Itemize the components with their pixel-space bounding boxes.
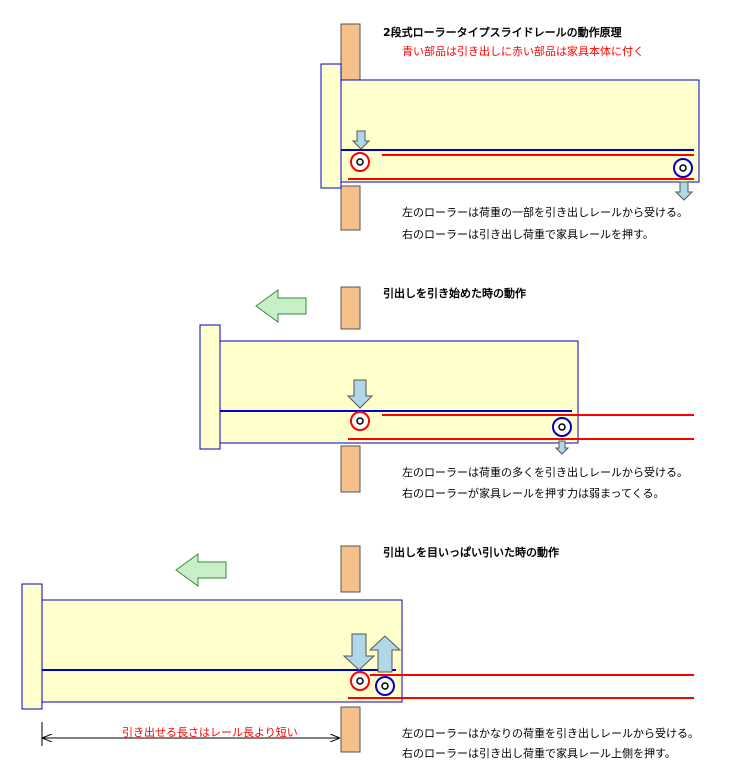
left-roller <box>350 671 370 691</box>
load-up-arrow-icon <box>368 635 402 673</box>
drawer-body <box>219 340 579 444</box>
load-down-arrow-icon <box>674 181 694 201</box>
left-roller <box>350 411 370 431</box>
drawer-body <box>340 79 700 183</box>
left-roller <box>350 152 370 172</box>
drawer-front <box>199 324 221 450</box>
stage3-heading: 引出しを目いっぱい引いた時の動作 <box>383 546 559 559</box>
stage1-diagram <box>320 23 700 231</box>
extension-length-label: 引き出せる長さはレール長より短い <box>122 726 298 739</box>
stage2-note-2: 右のローラーが家具レールを押す力は弱まってくる。 <box>402 487 665 500</box>
diagram-title: 2段式ローラータイプスライドレールの動作原理 <box>383 26 622 39</box>
drawer-body <box>41 599 403 703</box>
stage2-note-1: 左のローラーは荷重の多くを引き出しレールから受ける。 <box>402 466 688 479</box>
stage1-note-2: 右のローラーは引き出し荷重で家具レールを押す。 <box>402 228 654 241</box>
drawer-front <box>320 63 342 189</box>
load-down-arrow-icon <box>342 633 376 671</box>
cabinet-panel-lower <box>340 445 361 493</box>
drawer-front <box>21 583 43 710</box>
stage3-note-2: 右のローラーは引き出し荷重で家具レール上側を押す。 <box>402 747 676 760</box>
stage1-note-1: 左のローラーは荷重の一部を引き出しレールから受ける。 <box>402 206 688 219</box>
right-roller <box>375 676 395 696</box>
load-down-arrow-icon <box>346 379 374 409</box>
cabinet-panel-lower <box>340 185 361 231</box>
load-down-arrow-icon <box>554 440 570 455</box>
stage3-note-1: 左のローラーはかなりの荷重を引き出しレールから受ける。 <box>402 727 699 740</box>
cabinet-panel-upper <box>340 23 361 81</box>
stage2-diagram <box>199 286 694 493</box>
load-down-arrow-icon <box>351 130 371 150</box>
stage3-diagram <box>21 545 694 753</box>
cabinet-panel-upper <box>340 545 361 593</box>
pull-left-arrow-icon <box>175 553 227 587</box>
stage2-heading: 引出しを引き始めた時の動作 <box>383 287 526 300</box>
cabinet-panel-upper <box>340 286 361 330</box>
cabinet-panel-lower <box>340 706 361 753</box>
right-roller <box>552 417 572 437</box>
right-roller <box>673 158 693 178</box>
pull-left-arrow-icon <box>255 289 307 323</box>
diagram-subtitle: 青い部品は引き出しに赤い部品は家具本体に付く <box>402 45 644 58</box>
